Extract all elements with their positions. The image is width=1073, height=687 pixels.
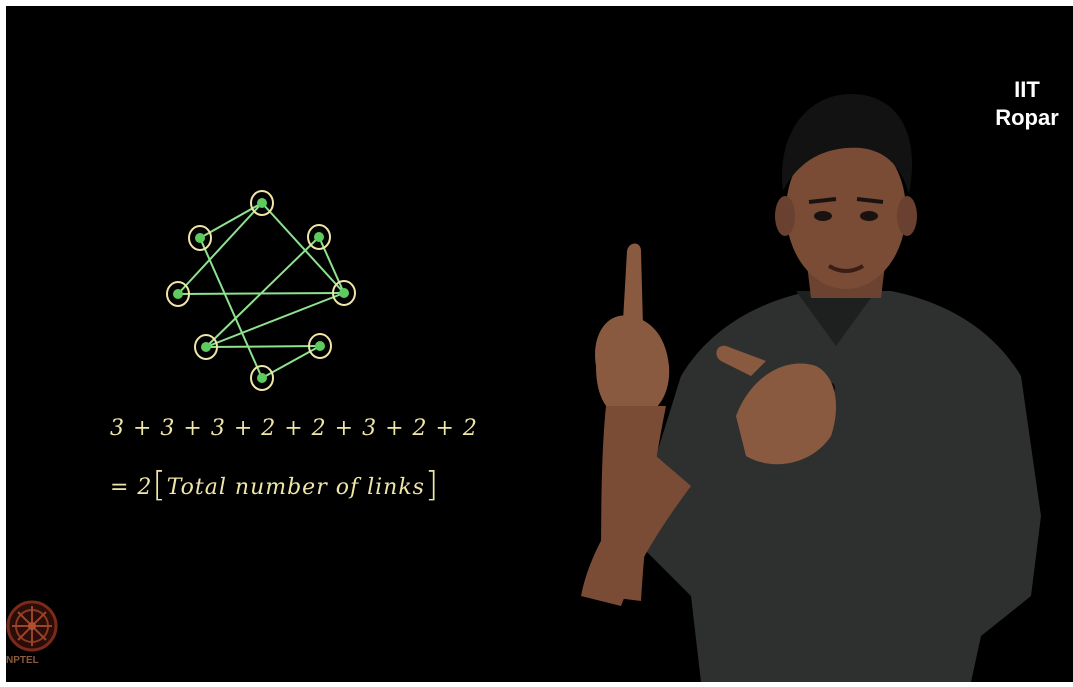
graph-edge bbox=[177, 202, 263, 295]
equation-bracket-text: Total number of links bbox=[166, 475, 425, 500]
graph-node bbox=[250, 365, 274, 391]
presenter-crossing-finger bbox=[716, 345, 766, 376]
presenter-ear bbox=[897, 196, 917, 236]
network-graph-drawing bbox=[166, 190, 356, 391]
presenter-collar bbox=[796, 291, 876, 346]
graph-node bbox=[308, 333, 332, 359]
graph-edge bbox=[261, 202, 345, 294]
institute-watermark: IIT Ropar bbox=[981, 76, 1073, 132]
graph-node bbox=[194, 334, 218, 360]
presenter-brow bbox=[856, 197, 884, 204]
watermark-line-2: Ropar bbox=[995, 105, 1059, 130]
presenter-forearm bbox=[601, 406, 666, 601]
graph-edge bbox=[205, 236, 320, 348]
graph-edge bbox=[205, 292, 345, 348]
graph-edge bbox=[261, 345, 321, 379]
presenter-crossing-hand bbox=[736, 363, 836, 465]
presenter-figure bbox=[581, 94, 1041, 682]
presenter-hair bbox=[781, 94, 912, 194]
presenter-brow bbox=[808, 197, 837, 204]
right-bracket: ] bbox=[424, 465, 440, 505]
left-bracket: [ bbox=[152, 465, 167, 505]
presenter-eye bbox=[860, 211, 878, 221]
video-frame: IIT Ropar bbox=[6, 6, 1073, 682]
degree-sum-text: 3 + 3 + 3 + 2 + 2 + 3 + 2 + 2 bbox=[110, 416, 478, 441]
watermark-line-1: IIT bbox=[1014, 77, 1040, 102]
presenter-pointing-finger bbox=[623, 243, 643, 326]
graph-node bbox=[307, 224, 331, 250]
graph-edge bbox=[318, 236, 345, 294]
graph-node bbox=[332, 280, 356, 306]
presenter-ear bbox=[775, 196, 795, 236]
presenter-raised-hand bbox=[595, 315, 670, 421]
nptel-logo bbox=[6, 600, 58, 652]
presenter-eye bbox=[814, 211, 832, 221]
presenter-shirt bbox=[641, 291, 1041, 682]
presenter-face bbox=[786, 133, 906, 289]
graph-node bbox=[250, 190, 274, 216]
graph-node bbox=[188, 225, 212, 251]
presenter-mouth bbox=[827, 264, 865, 273]
nptel-logo-label: NPTEL bbox=[6, 655, 39, 666]
equation-prefix: = 2 bbox=[110, 475, 153, 500]
graph-edge bbox=[199, 237, 263, 379]
total-links-equation: = 2[Total number of links] bbox=[110, 465, 440, 505]
graph-node bbox=[166, 281, 190, 307]
graph-edge bbox=[205, 345, 321, 348]
